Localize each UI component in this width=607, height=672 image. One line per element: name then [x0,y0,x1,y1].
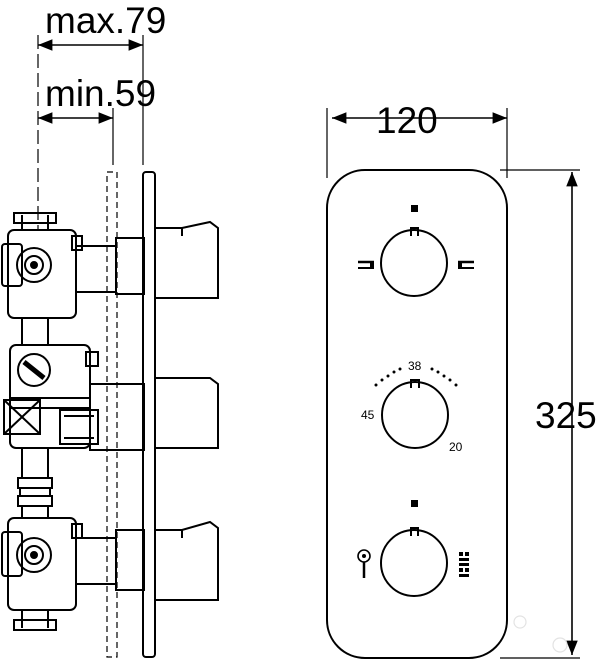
side-view [1,35,219,658]
thermostat-control[interactable] [374,367,458,449]
hand-shower-icon [357,549,371,578]
height-dimension [500,169,580,659]
max-depth-dimension [37,35,144,230]
bottom-valve-body [1,517,145,611]
top-handle-side [155,220,219,299]
width-dimension [326,108,508,178]
temp-38-label: 38 [408,359,422,373]
temp-20-label: 20 [449,440,463,454]
cover-plate-front [326,169,508,659]
temperature-scale-dots [374,367,458,387]
middle-valve-body [3,344,145,451]
max-depth-label: max.79 [45,0,166,41]
flow-hot-icon [458,260,474,269]
overhead-shower-icon [459,552,469,577]
width-label: 120 [376,100,438,141]
min-depth-label: min.59 [45,73,156,114]
corner-mark [513,615,568,653]
height-label: 325 [535,395,597,436]
flow-cold-icon [358,260,374,269]
top-valve-body [1,229,145,319]
middle-handle-side [155,377,219,449]
top-flow-control[interactable] [380,205,448,297]
temp-45-label: 45 [361,408,375,422]
bottom-handle-side [155,520,219,601]
wall-plane [106,171,118,658]
front-view [326,108,580,659]
bottom-diverter-control[interactable] [380,500,448,597]
min-depth-dimension [38,108,114,165]
